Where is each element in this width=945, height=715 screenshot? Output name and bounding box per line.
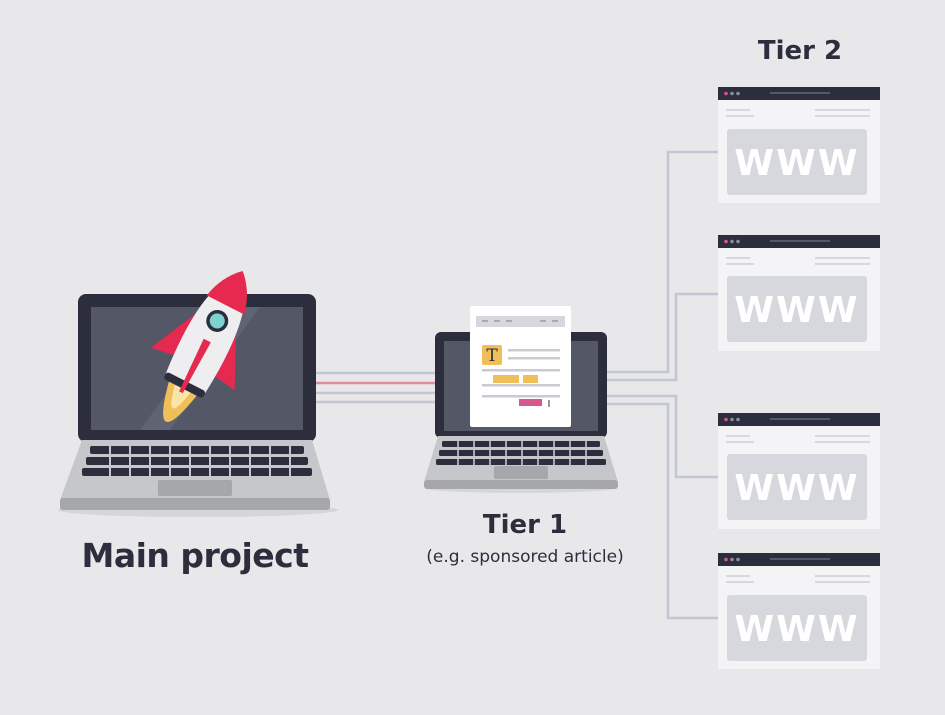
site-2-label: WWW — [734, 290, 859, 331]
link-highlight — [519, 399, 542, 406]
connector-tier1-to-tier2 — [604, 150, 720, 620]
text-cursor-icon: I — [548, 399, 551, 410]
main-keyboard — [82, 446, 312, 476]
tier1-subtitle: (e.g. sponsored article) — [426, 547, 624, 567]
tier2-site-3: WWW — [718, 413, 880, 529]
tier2-title: Tier 2 — [757, 36, 843, 66]
tier2-site-1: WWW — [718, 87, 880, 203]
main-project-label: Main project — [81, 536, 310, 575]
connector-main-to-tier1 — [314, 371, 437, 404]
site-4-label: WWW — [734, 609, 859, 650]
site-1-label: WWW — [734, 143, 859, 184]
article-letter-icon: T — [486, 346, 498, 366]
tier2-site-4: WWW — [718, 553, 880, 669]
tier1-title: Tier 1 — [482, 510, 568, 540]
sponsored-article-document: T I — [470, 306, 571, 427]
site-3-label: WWW — [734, 468, 859, 509]
rocket-icon — [150, 271, 247, 422]
tier2-site-2: WWW — [718, 235, 880, 351]
